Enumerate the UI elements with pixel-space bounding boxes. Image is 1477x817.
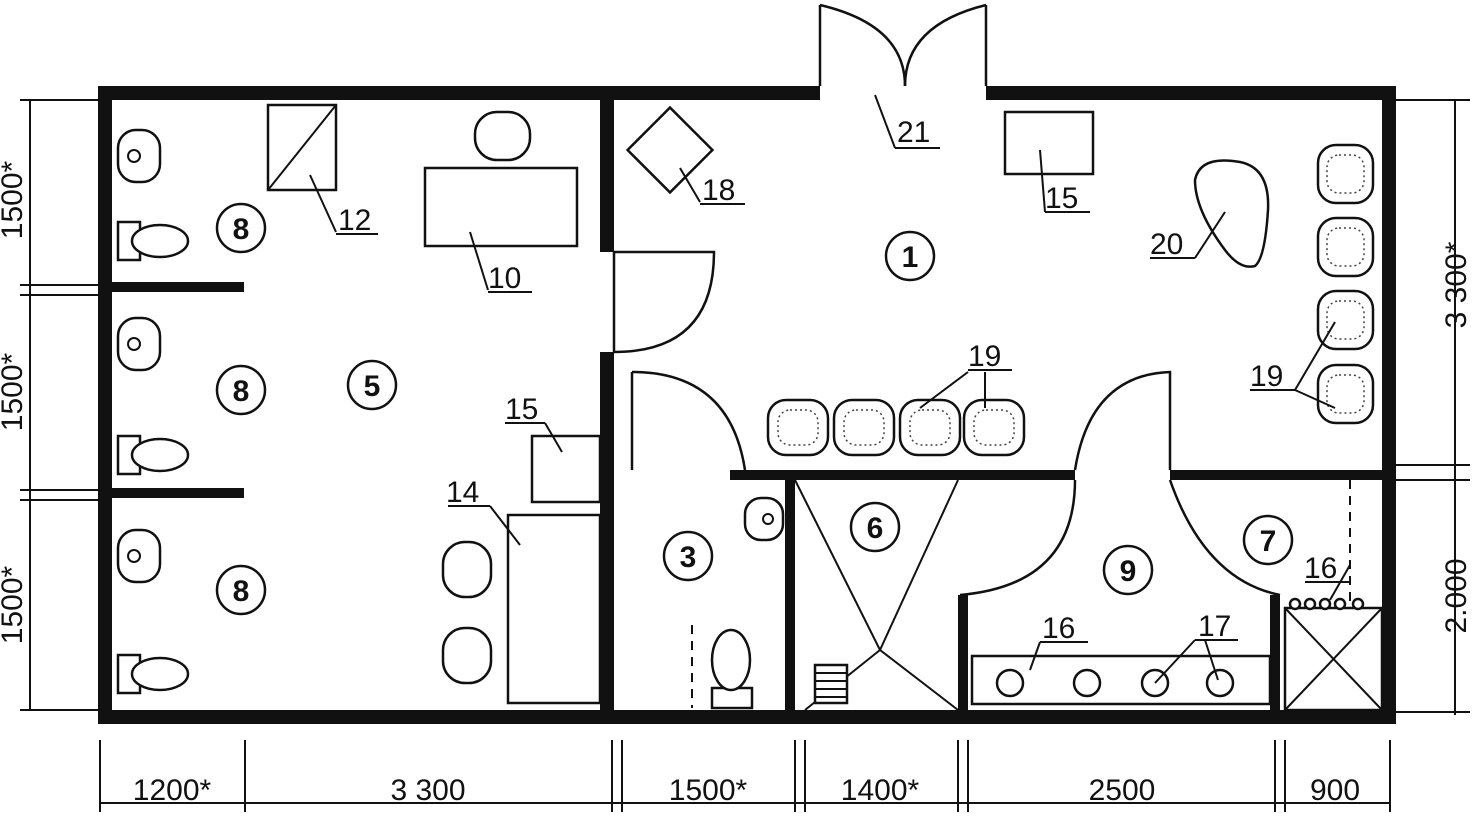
room9-doors bbox=[959, 370, 1281, 597]
room-9-label: 9 bbox=[1120, 555, 1137, 588]
room-8a-label: 8 bbox=[233, 213, 250, 246]
room-1-label: 1 bbox=[902, 241, 919, 274]
stair-grating bbox=[813, 663, 849, 705]
dim-bottom-3: 1500* bbox=[669, 774, 748, 807]
room-6-label: 6 bbox=[867, 512, 884, 545]
dim-bottom-2: 3 300 bbox=[390, 774, 465, 807]
item-16a-label: 16 bbox=[1304, 552, 1337, 585]
dimension-lines bbox=[20, 99, 1470, 812]
item-20-label: 20 bbox=[1150, 228, 1183, 261]
item-15b-label: 15 bbox=[1045, 182, 1078, 215]
room-8c-label: 8 bbox=[233, 575, 250, 608]
dim-bottom-4: 1400* bbox=[841, 774, 920, 807]
item-18-label: 18 bbox=[702, 174, 735, 207]
dim-left-1: 1500* bbox=[0, 160, 29, 239]
item-12-label: 12 bbox=[338, 204, 371, 237]
item-21-label: 21 bbox=[897, 116, 930, 149]
item-19a-label: 19 bbox=[968, 340, 1001, 373]
dim-bottom-5: 2500 bbox=[1089, 774, 1156, 807]
sanitary-fixtures bbox=[116, 128, 785, 710]
dim-bottom-6: 900 bbox=[1310, 774, 1360, 807]
waiting-seats bbox=[766, 143, 1375, 457]
dim-left-3: 1500* bbox=[0, 565, 29, 644]
room-markers: 1 3 5 6 7 8 8 8 9 bbox=[215, 202, 1294, 616]
office-door bbox=[612, 250, 716, 354]
dimension-labels: 1200* 3 300 1500* 1400* 2500 900 1500* 1… bbox=[0, 160, 1473, 807]
item-callouts: 10 12 14 15 15 16 16 17 18 19 19 bbox=[309, 94, 1351, 684]
item-14-label: 14 bbox=[446, 476, 479, 509]
dim-bottom-1: 1200* bbox=[133, 774, 212, 807]
item-19b-label: 19 bbox=[1250, 360, 1283, 393]
furniture bbox=[266, 103, 1384, 712]
entrance-double-door bbox=[818, 3, 988, 87]
room-8b-label: 8 bbox=[233, 375, 250, 408]
item-16b-label: 16 bbox=[1042, 612, 1075, 645]
wc3-door bbox=[630, 370, 747, 471]
interior-walls bbox=[112, 100, 1382, 710]
item-15a-label: 15 bbox=[505, 393, 538, 426]
outer-walls bbox=[98, 86, 1396, 724]
room-7-label: 7 bbox=[1260, 525, 1277, 558]
item-17-label: 17 bbox=[1198, 610, 1231, 643]
room-3-label: 3 bbox=[680, 541, 697, 574]
dim-left-2: 1500* bbox=[0, 352, 29, 431]
room-5-label: 5 bbox=[364, 370, 381, 403]
dim-right-2: 2.000 bbox=[1440, 558, 1473, 633]
dim-right-1: 3 300* bbox=[1440, 241, 1473, 328]
item-10-label: 10 bbox=[488, 262, 521, 295]
